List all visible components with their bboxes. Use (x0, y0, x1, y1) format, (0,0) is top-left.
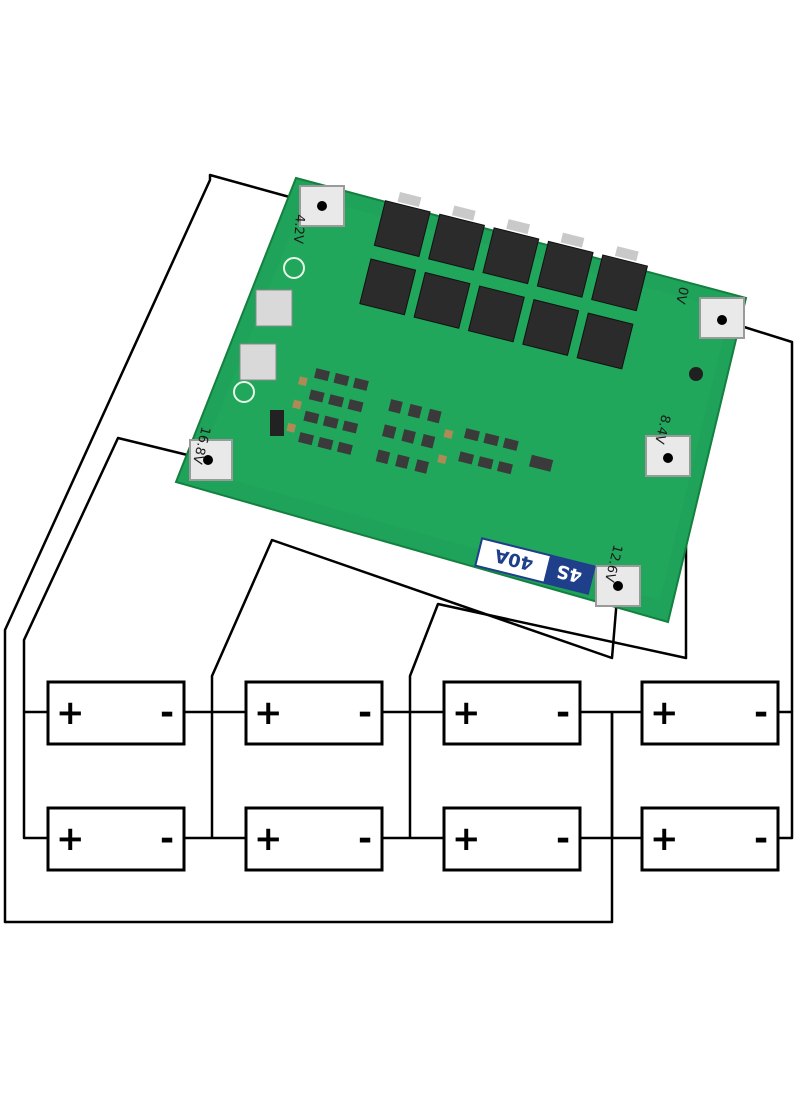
bus-column-1-plus (22, 712, 48, 840)
battery: + - (46, 806, 186, 872)
aux-pads (233, 257, 703, 436)
battery-minus: - (358, 693, 372, 733)
pad-4-2v: 4.2V (290, 185, 345, 245)
battery-plus: + (254, 819, 283, 859)
battery: + - (244, 806, 384, 872)
battery-plus: + (56, 819, 85, 859)
pad-0v: 0V (672, 285, 745, 339)
battery-minus: - (160, 693, 174, 733)
smd-components (286, 368, 554, 475)
wires (3, 173, 794, 924)
battery-plus: + (254, 693, 283, 733)
wire-16-8v (22, 436, 209, 712)
bms-board: 4.2V 0V 16.8V 8.4V 12.6V 4S 40A (174, 176, 748, 624)
pad-12-6v: 12.6V (595, 543, 641, 607)
battery-plus: + (650, 693, 679, 733)
pad-label-8-4v: 8.4V (651, 413, 673, 445)
battery-minus: - (160, 819, 174, 859)
battery-minus: - (358, 819, 372, 859)
wire-12-6v (210, 538, 620, 712)
battery-minus: - (556, 693, 570, 733)
capacity-badge: 4S 40A (474, 537, 596, 595)
battery-minus: - (754, 693, 768, 733)
battery-plus: + (452, 819, 481, 859)
battery-minus: - (754, 819, 768, 859)
battery: + - (442, 806, 582, 872)
battery: + - (46, 680, 186, 746)
wire-0v (721, 318, 794, 712)
battery: + - (244, 680, 384, 746)
battery: + - (640, 680, 780, 746)
battery-plus: + (452, 693, 481, 733)
pad-label-0v: 0V (672, 285, 691, 305)
mosfet-array (359, 192, 649, 370)
battery-minus: - (556, 819, 570, 859)
wire-4-2v (3, 173, 614, 924)
battery-bank: + - + - + - + - + - + - (46, 680, 780, 872)
bus-column-4-minus (778, 710, 794, 840)
battery: + - (640, 806, 780, 872)
pad-label-4-2v: 4.2V (290, 214, 307, 245)
battery: + - (442, 680, 582, 746)
battery-plus: + (650, 819, 679, 859)
battery-plus: + (56, 693, 85, 733)
pad-8-4v: 8.4V (645, 413, 691, 477)
